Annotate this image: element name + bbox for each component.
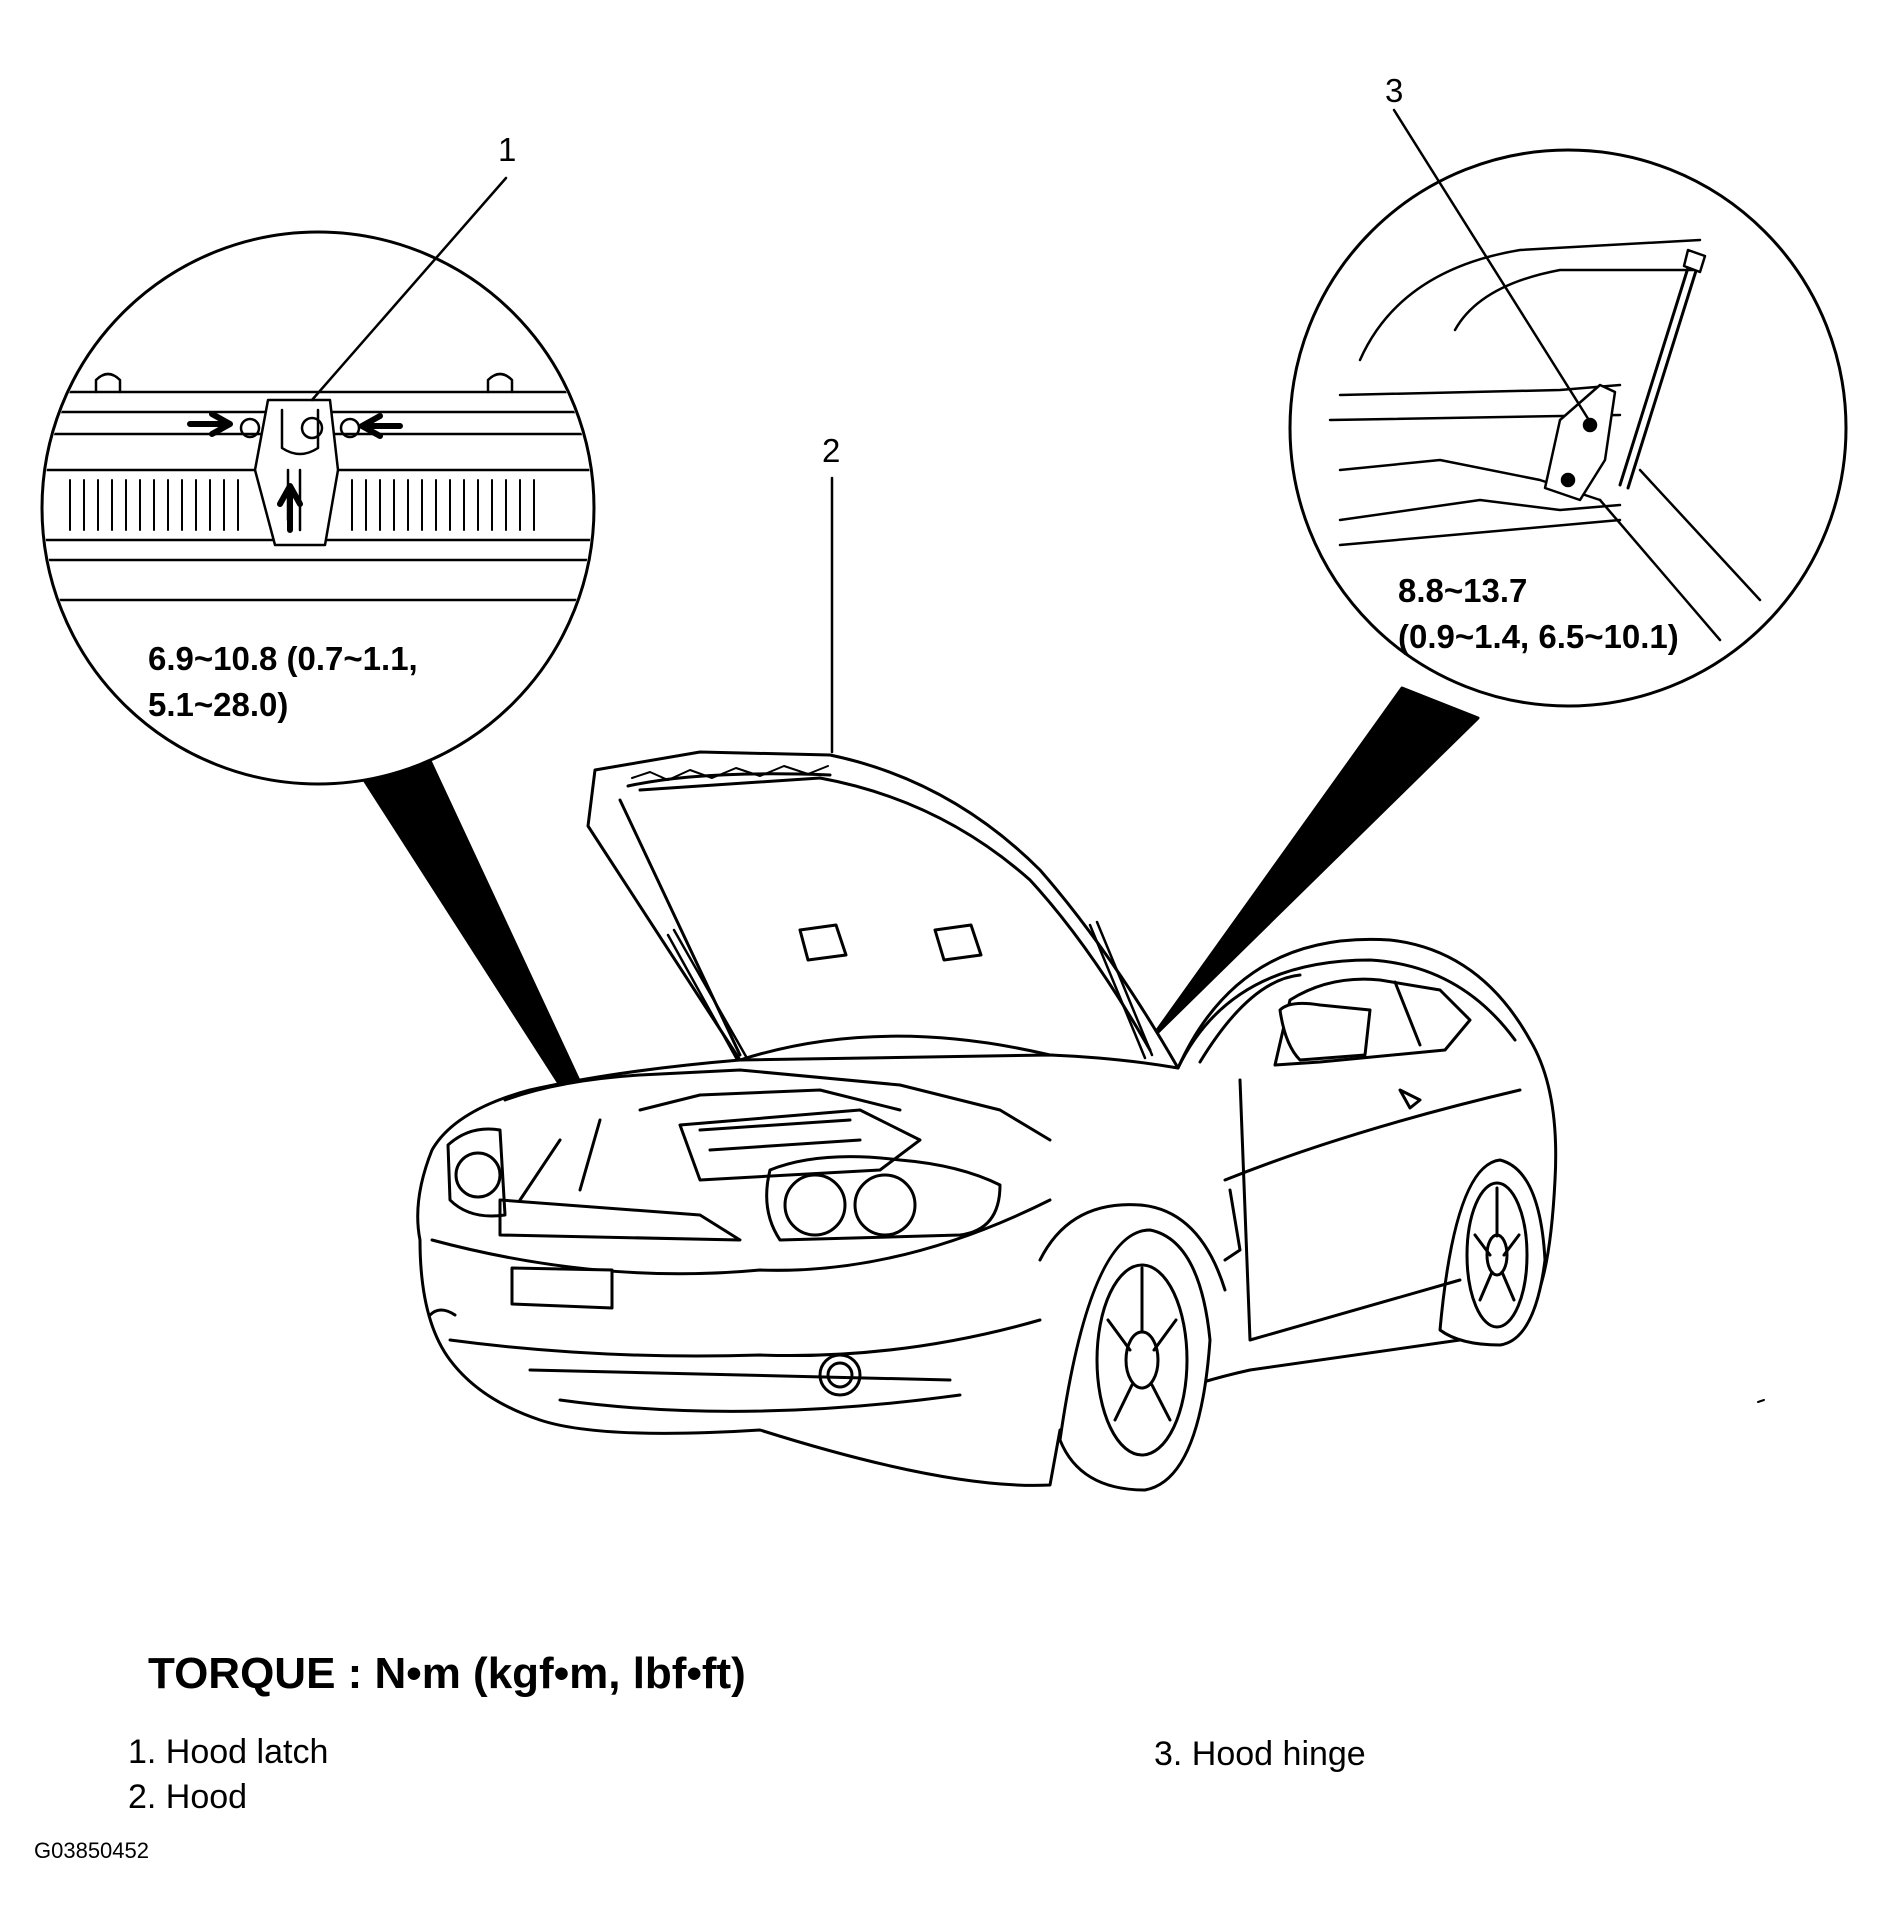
callout-number-1: 1 [498,131,517,168]
hinge-torque-value: 8.8~13.7 (0.9~1.4, 6.5~10.1) [1398,568,1679,660]
hinge-detail-pointer [1148,686,1480,1042]
callout-leader-1 [310,176,508,402]
torque-units-heading: TORQUE : N•m (kgf•m, lbf•ft) [148,1649,746,1698]
latch-detail-circle [40,230,596,786]
latch-torque-line-2: 5.1~28.0) [148,686,289,723]
hinge-detail-circle [1288,148,1848,708]
callout-number-2: 2 [822,432,841,469]
hinge-torque-line-2: (0.9~1.4, 6.5~10.1) [1398,618,1679,655]
latch-torque-line-1: 6.9~10.8 (0.7~1.1, [148,640,418,677]
callout-number-3: 3 [1385,72,1404,109]
car-illustration [416,750,1765,1492]
hinge-torque-line-1: 8.8~13.7 [1398,572,1528,609]
latch-torque-value: 6.9~10.8 (0.7~1.1, 5.1~28.0) [148,636,418,728]
legend-item-hood-latch: 1. Hood latch [128,1733,329,1771]
callout-leader-3 [1392,108,1594,427]
legend-item-hood: 2. Hood [128,1778,248,1816]
legend-item-hood-hinge: 3. Hood hinge [1154,1735,1366,1773]
figure-id: G03850452 [34,1838,149,1863]
